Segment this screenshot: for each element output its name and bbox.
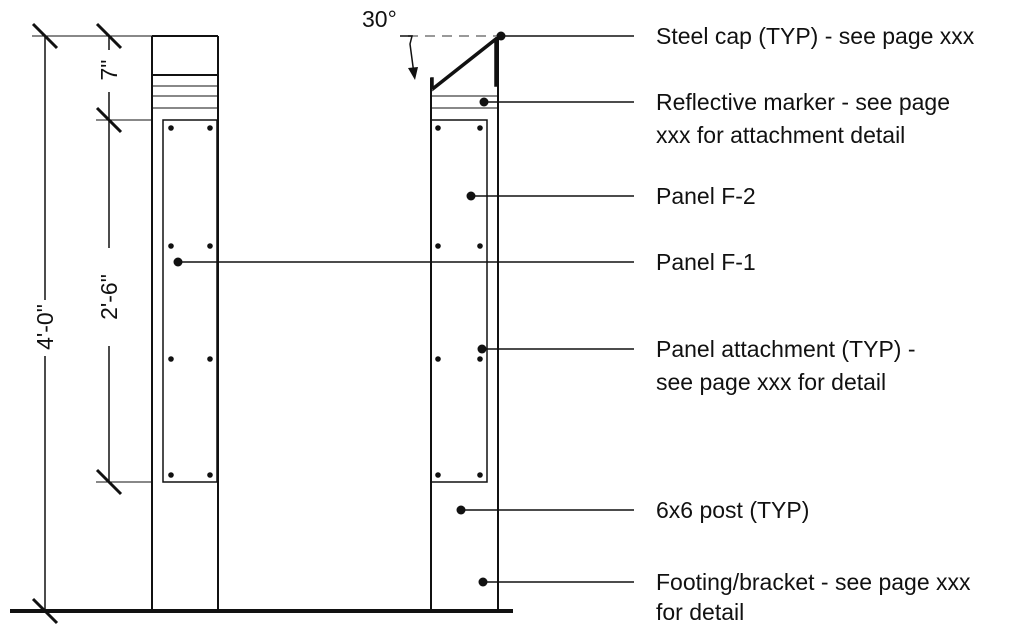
callout-panel-attachment: Panel attachment (TYP) - see page xxx fo…	[656, 336, 922, 395]
cap-height-label: 7"	[96, 60, 122, 81]
fastener-dot	[207, 243, 213, 249]
fastener-dot	[168, 472, 174, 478]
tick	[31, 597, 59, 625]
callout-reflective-marker: Reflective marker - see page xxx for att…	[656, 89, 956, 148]
left-panel-f1	[162, 119, 218, 483]
dim-text-mask	[97, 50, 121, 92]
leader-dot	[456, 505, 466, 515]
fastener-dot	[168, 356, 174, 362]
fastener-dot	[477, 356, 483, 362]
fastener-dot	[477, 472, 483, 478]
leader-dot	[466, 191, 476, 201]
steel-cap-shape	[430, 34, 499, 92]
fastener-dot	[477, 243, 483, 249]
fastener-dot	[477, 125, 483, 131]
callout-line: see page xxx for detail	[656, 369, 886, 395]
angle-annotation: 30°	[362, 6, 500, 80]
leader-dot	[173, 257, 183, 267]
leader-dot	[478, 577, 488, 587]
tick	[31, 22, 59, 50]
angle-arrow-head	[408, 67, 418, 80]
leader-dot	[477, 344, 487, 354]
callout-line: Footing/bracket - see page xxx	[656, 569, 971, 595]
callout-panel-f2: Panel F-2	[656, 183, 756, 209]
fastener-dot	[435, 243, 441, 249]
callout-line: Reflective marker - see page	[656, 89, 950, 115]
tick	[95, 106, 123, 134]
callout-post: 6x6 post (TYP)	[656, 497, 809, 523]
callout-line: for detail	[656, 599, 744, 625]
fastener-dot	[435, 472, 441, 478]
angle-label: 30°	[362, 6, 397, 32]
callout-footing: Footing/bracket - see page xxx for detai…	[656, 569, 977, 625]
fastener-dot	[168, 243, 174, 249]
dim-text-mask	[97, 248, 121, 346]
callout-panel-f1: Panel F-1	[656, 249, 756, 275]
leader-dots	[173, 31, 506, 587]
callout-steel-cap: Steel cap (TYP) - see page xxx	[656, 23, 975, 49]
panel-height-label: 2'-6"	[96, 274, 122, 320]
angle-leader	[400, 35, 415, 75]
tick	[95, 468, 123, 496]
tick	[95, 22, 123, 50]
fastener-dot	[435, 356, 441, 362]
fastener-dot	[435, 125, 441, 131]
left-post	[151, 35, 219, 611]
right-post	[430, 34, 499, 611]
callout-line: Panel attachment (TYP) -	[656, 336, 916, 362]
callout-line: Panel F-2	[656, 183, 756, 209]
leader-dot	[479, 97, 489, 107]
fastener-dot	[207, 472, 213, 478]
callout-labels: Steel cap (TYP) - see page xxx Reflectiv…	[656, 23, 977, 625]
callout-line: Panel F-1	[656, 249, 756, 275]
overall-height-label: 4'-0"	[32, 304, 58, 350]
leader-dot	[496, 31, 506, 41]
left-panel-fasteners	[168, 125, 213, 478]
leader-lines	[178, 35, 634, 583]
fastener-dot	[168, 125, 174, 131]
callout-line: Steel cap (TYP) - see page xxx	[656, 23, 975, 49]
right-panel-f2	[430, 119, 488, 483]
callout-line: 6x6 post (TYP)	[656, 497, 809, 523]
dim-text-mask	[33, 300, 57, 356]
fastener-dot	[207, 356, 213, 362]
right-panel-fasteners	[435, 125, 483, 478]
callout-line: xxx for attachment detail	[656, 122, 905, 148]
fastener-dot	[207, 125, 213, 131]
